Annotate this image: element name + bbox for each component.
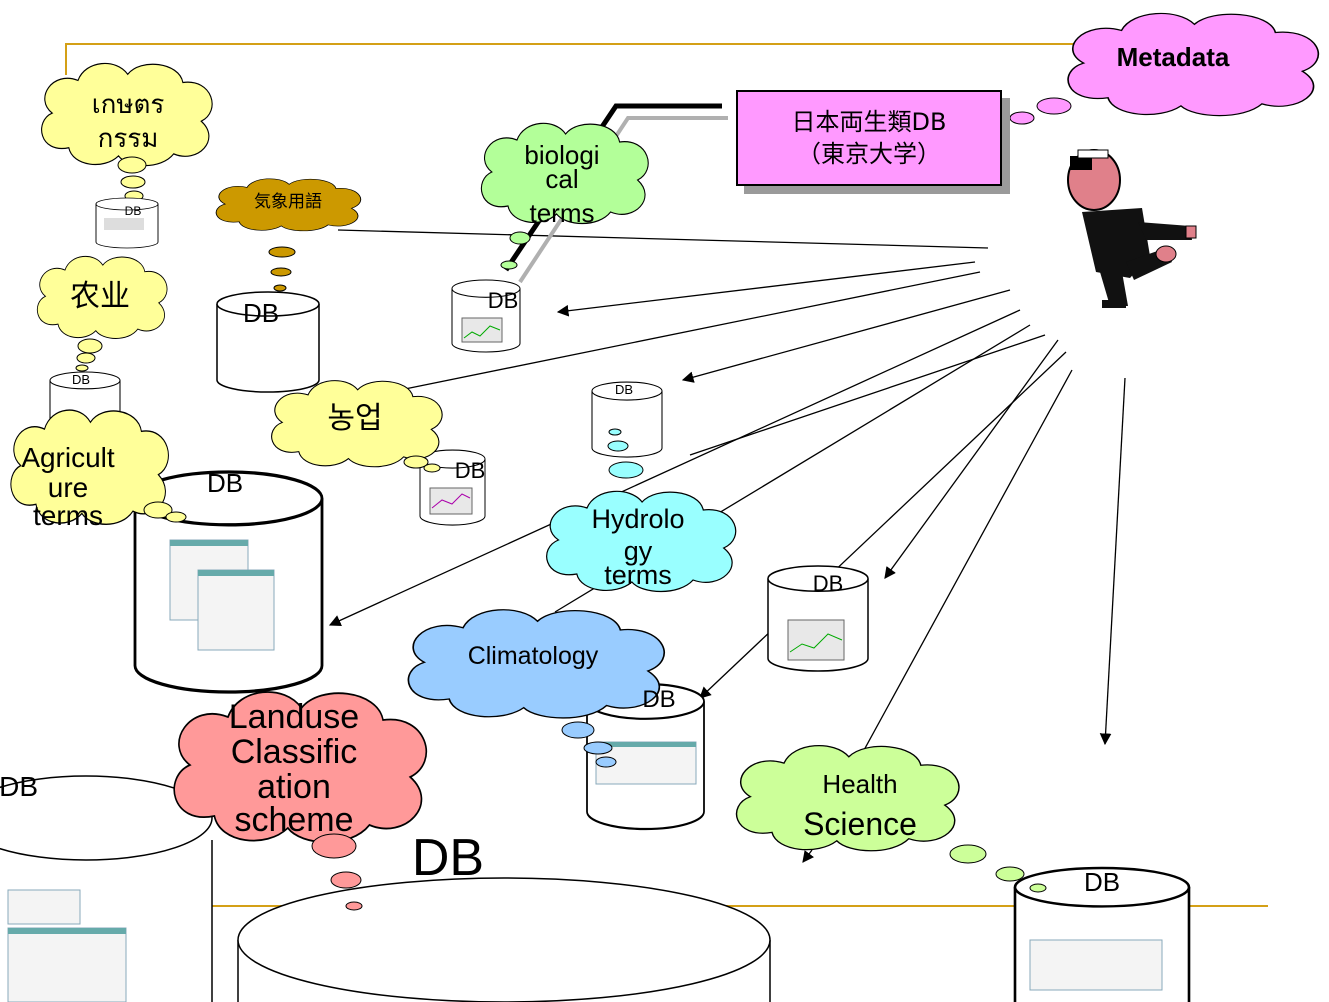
arrows [328, 229, 1126, 863]
highlight-box: 日本両生類DB （東京大学） [736, 90, 1002, 186]
db-cylinder-big-center [237, 877, 771, 1002]
db-label-health: DB [1083, 867, 1121, 897]
chinese-agri-cloud [36, 255, 168, 372]
db-label-big-center: DB [411, 829, 485, 887]
db-label-chinese: DB [71, 372, 91, 387]
agriculture-terms-line3: terms [33, 500, 103, 531]
db-cylinder-biological [451, 279, 521, 353]
chinese-agri-label: 农业 [70, 279, 130, 314]
db-cylinder-health [1013, 866, 1191, 1002]
biological-line1: biologi [524, 140, 600, 170]
biological-cloud [480, 122, 649, 270]
db-label-hydrology: DB [614, 382, 634, 397]
agriculture-terms-cloud [10, 409, 187, 525]
db-cylinder-thai [95, 197, 159, 249]
landuse-line1: Landuse [228, 698, 360, 736]
health-line2: Science [803, 806, 917, 842]
db-label-thai: DB [124, 205, 142, 217]
hydrology-line2: gy [623, 536, 653, 566]
db-cylinder-agriculture [133, 470, 324, 694]
climatology-cloud [407, 608, 666, 768]
db-label-meteorology: DB [242, 298, 280, 328]
health-line1: Health [822, 769, 898, 799]
db-cylinder-right [767, 565, 869, 672]
climatology-label: Climatology [467, 642, 599, 670]
meteorology-cloud [215, 178, 362, 292]
landuse-line2: Classific [230, 733, 358, 771]
highlight-box-line1: 日本両生類DB [791, 107, 947, 136]
thai-term-line1: เกษตร [91, 90, 165, 120]
landuse-cloud [173, 691, 428, 911]
hydrology-line1: Hydrolo [591, 504, 685, 534]
db-label-right: DB [812, 571, 844, 596]
db-label-korean: DB [454, 458, 486, 483]
landuse-line3: ation [257, 768, 331, 806]
thai-term-line2: กรรม [97, 124, 159, 154]
metadata-label: Metadata [1116, 42, 1230, 72]
biological-line3: terms [529, 198, 595, 228]
korean-cloud [271, 380, 443, 473]
biological-line2: cal [545, 164, 579, 194]
health-cloud [735, 744, 1047, 893]
landuse-line4: scheme [234, 801, 354, 839]
korean-agri-label: 농업 [327, 401, 383, 436]
meteorology-label: 気象用語 [254, 192, 322, 212]
thai-cloud [41, 62, 213, 202]
db-label-agriculture: DB [206, 468, 244, 498]
person-pointing-icon [1067, 149, 1197, 308]
db-label-big-left: DB [0, 773, 38, 801]
db-cylinder-big-left [0, 775, 213, 1002]
highlight-box-line2: （東京大学） [797, 140, 941, 168]
agriculture-terms-line1: Agricult [21, 442, 115, 473]
db-label-biological: DB [487, 288, 519, 313]
hydrology-bubbles [607, 428, 644, 479]
db-label-climatology: DB [642, 686, 676, 713]
hydrology-line3: terms [604, 560, 672, 590]
agriculture-terms-line2: ure [47, 472, 89, 503]
db-cylinder-korean [419, 449, 486, 526]
